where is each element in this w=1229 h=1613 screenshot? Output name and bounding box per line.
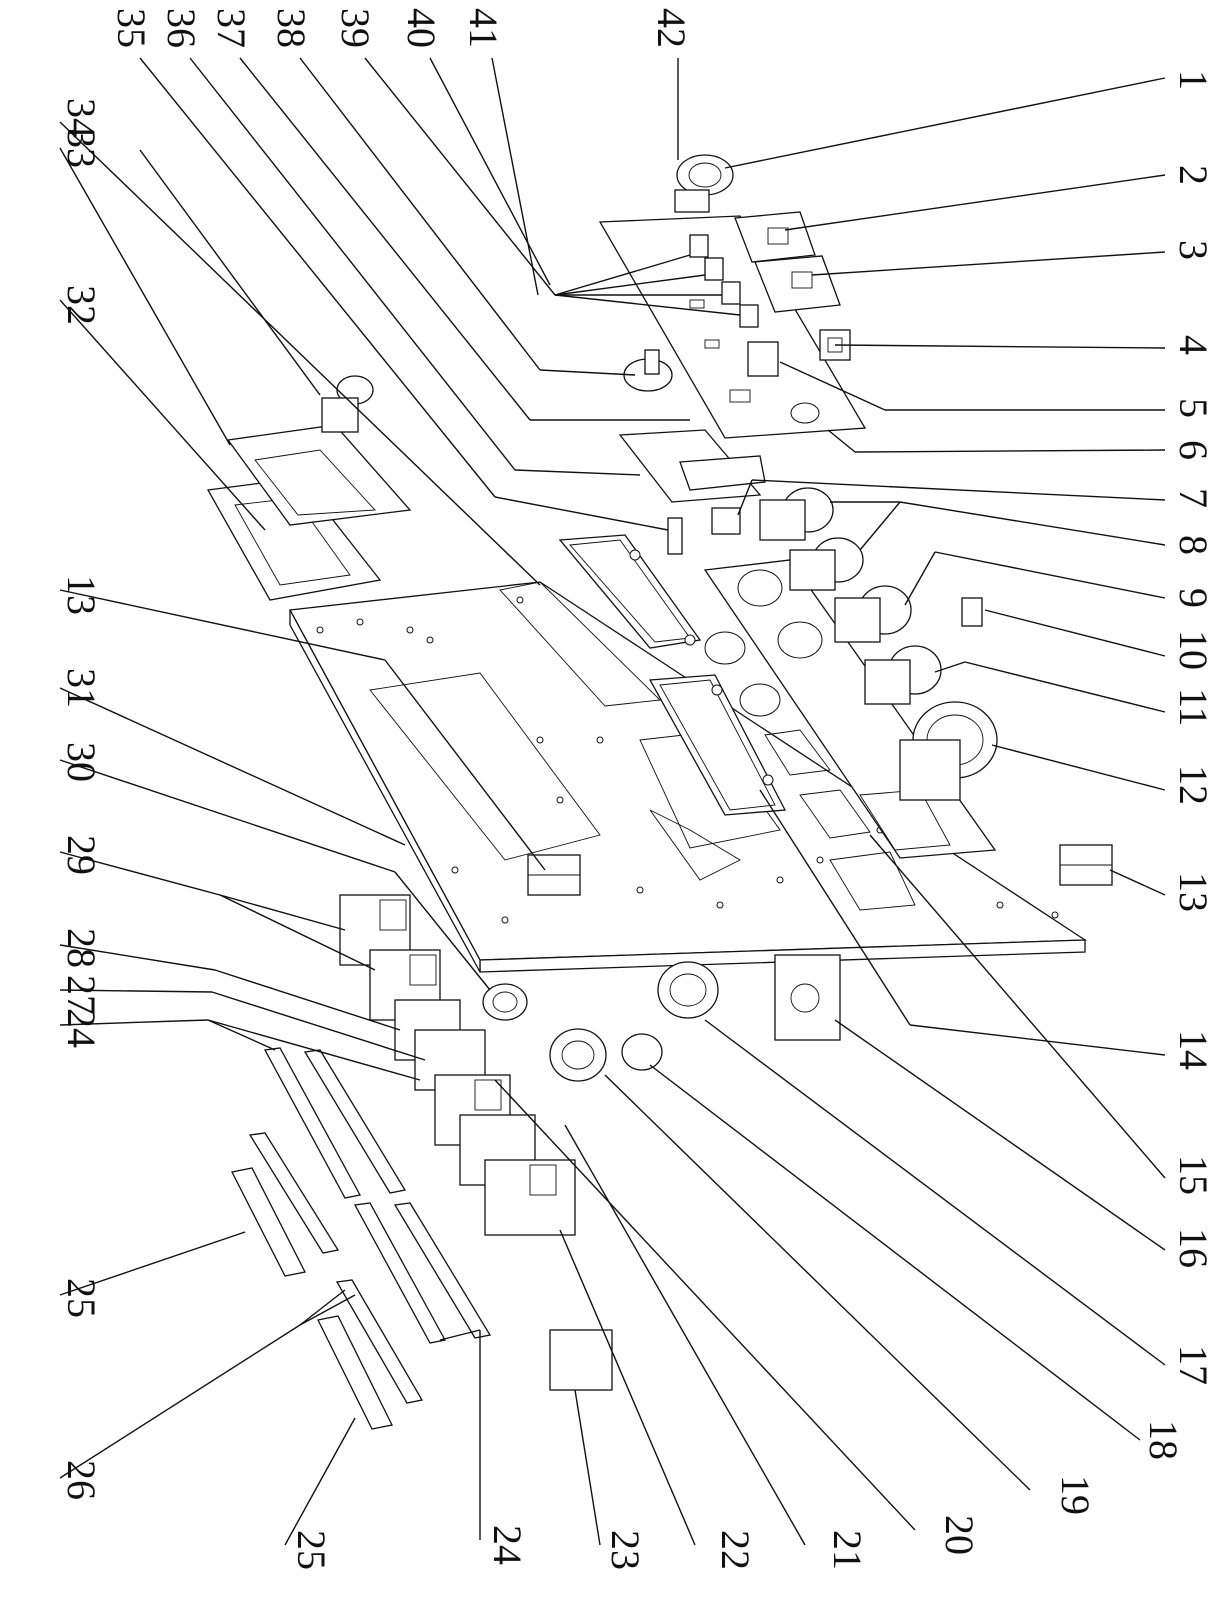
plug-7: [711, 507, 741, 535]
terminal-block-23: [549, 1329, 613, 1391]
callout-36: 36: [159, 8, 204, 48]
hinged-cover-lower: [648, 674, 787, 816]
leader-lines: [59, 57, 1166, 1546]
callout-numbers: 1 2 3 4 5 6 7 8 9 10 11 12 13 14 15 16 1…: [59, 8, 1216, 1570]
hinged-cover-upper: [558, 534, 702, 649]
callout-30: 30: [59, 742, 104, 782]
callout-28: 28: [59, 928, 104, 968]
callout-31: 31: [59, 668, 104, 708]
flange-frame-33: [226, 424, 412, 526]
current-transformer-16: [774, 954, 841, 1041]
socket-11: [864, 645, 942, 705]
callout-37: 37: [209, 8, 254, 48]
large-socket-12: [899, 701, 998, 801]
callout-7: 7: [1171, 488, 1216, 508]
callout-24-bottom: 24: [485, 1525, 530, 1565]
callout-6: 6: [1171, 440, 1216, 460]
din-rail-26a: [248, 1132, 340, 1254]
meter-3: [754, 255, 841, 313]
terminal-block-25a: [231, 1167, 306, 1277]
callout-2: 2: [1171, 165, 1216, 185]
callout-24-left: 24: [59, 1008, 104, 1048]
callout-25-bottom: 25: [289, 1530, 334, 1570]
callout-29: 29: [59, 835, 104, 875]
control-plate: [598, 215, 867, 439]
callout-3: 3: [1171, 240, 1216, 260]
breaker-22: [484, 1159, 576, 1236]
callout-41: 41: [461, 8, 506, 48]
fitting-10: [961, 597, 983, 627]
callout-34: 34: [59, 98, 104, 138]
callout-25-left: 25: [59, 1278, 104, 1318]
socket-8b: [789, 537, 864, 591]
callout-13-left: 13: [59, 575, 104, 615]
callout-13-right: 13: [1171, 872, 1216, 912]
callout-18: 18: [1141, 1420, 1186, 1460]
socket-8a: [759, 487, 834, 541]
module-5: [747, 341, 779, 377]
callout-16: 16: [1171, 1228, 1216, 1268]
callout-17: 17: [1171, 1345, 1216, 1385]
gland-19: [549, 1028, 607, 1082]
gland-17: [657, 961, 719, 1019]
emergency-stop-button: [321, 375, 374, 433]
callout-14: 14: [1171, 1030, 1216, 1070]
callout-19: 19: [1053, 1475, 1098, 1515]
callout-20: 20: [937, 1515, 982, 1555]
socket-9: [834, 585, 912, 643]
callout-9: 9: [1171, 588, 1216, 608]
meter-2: [734, 211, 816, 263]
callout-38: 38: [269, 8, 314, 48]
callout-26: 26: [59, 1460, 104, 1500]
rotary-switch-40: [623, 349, 673, 392]
callout-21: 21: [825, 1530, 870, 1570]
callout-23: 23: [603, 1530, 648, 1570]
callout-39: 39: [333, 8, 378, 48]
din-rail-26b: [335, 1279, 424, 1404]
callout-10: 10: [1171, 630, 1216, 670]
callout-40: 40: [399, 8, 444, 48]
callout-5: 5: [1171, 398, 1216, 418]
terminal-block-25b: [317, 1315, 393, 1430]
callout-33: 33: [59, 128, 104, 168]
callout-8: 8: [1171, 535, 1216, 555]
callout-22: 22: [713, 1530, 758, 1570]
hinge-13-left: [527, 854, 581, 896]
din-rail-24d: [393, 1202, 492, 1339]
din-rail-24c: [353, 1202, 446, 1344]
callout-27: 27: [59, 975, 104, 1015]
callout-35: 35: [109, 8, 154, 48]
bracket-38: [679, 455, 766, 491]
callout-4: 4: [1171, 335, 1216, 355]
indicator-lamp-1: [674, 154, 734, 213]
callout-32: 32: [59, 285, 104, 325]
gland-36: [667, 517, 683, 555]
callout-11: 11: [1171, 688, 1216, 727]
callout-15: 15: [1171, 1155, 1216, 1195]
grommet-30: [482, 983, 528, 1021]
callout-12: 12: [1171, 765, 1216, 805]
toggle-switches-41: [689, 234, 759, 328]
callout-1: 1: [1171, 70, 1216, 90]
callout-42: 42: [649, 8, 694, 48]
din-rail-24a: [263, 1047, 361, 1199]
gland-18: [621, 1033, 663, 1071]
hinge-13-right: [1059, 844, 1113, 886]
